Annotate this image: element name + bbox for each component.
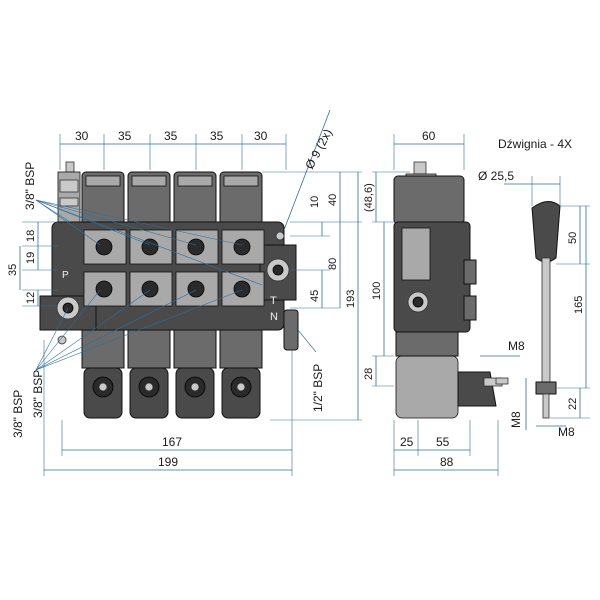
thread-m8-bottom: M8	[558, 425, 575, 439]
port-letter-p: P	[62, 270, 69, 281]
dim-left-19: 19	[25, 252, 37, 264]
side-view	[393, 161, 509, 419]
dim-side-55: 55	[436, 435, 450, 449]
side-view-dimensions: 60 (48,6) 100 28 25 55 88	[363, 129, 499, 476]
dim-side-60: 60	[422, 129, 436, 143]
dim-right-40: 40	[327, 194, 339, 206]
lever-diameter: Ø 25,5	[478, 169, 514, 183]
port-letter-t: T	[270, 295, 277, 307]
dim-side-25: 25	[400, 435, 414, 449]
dim-side-28: 28	[363, 368, 375, 380]
dim-right-193: 193	[345, 290, 357, 308]
dim-top-2: 35	[118, 129, 132, 143]
work-ports	[95, 238, 251, 298]
dim-lever-22: 22	[567, 398, 579, 410]
lever-dimensions: Ø 25,5 50 165 22 M8 M8 M8	[478, 169, 590, 439]
front-view: P T N	[39, 161, 299, 419]
diameter-label: Ø 9 (2x)	[302, 127, 335, 172]
thread-m8-side: M8	[509, 411, 523, 428]
dim-top-1: 30	[75, 129, 89, 143]
front-left-dimensions: 18 19 35 12	[7, 221, 58, 307]
dim-side-88: 88	[440, 455, 454, 469]
lever	[531, 201, 561, 419]
dim-left-35: 35	[7, 264, 19, 276]
left-port-annotations: 3/8" BSP 3/8" BSP 3/8" BSP	[11, 162, 263, 438]
front-top-dimensions: 30 35 35 35 30	[59, 129, 287, 170]
thread-m8-top: M8	[508, 339, 525, 353]
top-cylinders	[81, 171, 263, 227]
dim-right-80: 80	[327, 258, 339, 270]
dim-right-10: 10	[309, 196, 321, 208]
lever-title: Dźwignia - 4X	[498, 137, 572, 151]
dim-right-45: 45	[309, 290, 321, 302]
port-letter-n: N	[270, 311, 278, 323]
dim-left-18: 18	[25, 230, 37, 242]
dim-left-12: 12	[25, 292, 37, 304]
dim-bottom-199: 199	[158, 455, 178, 469]
bottom-spools	[81, 329, 263, 419]
dim-top-3: 35	[164, 129, 178, 143]
label-left-port-top: 3/8" BSP	[23, 162, 37, 210]
dim-lever-165: 165	[573, 296, 585, 314]
diameter-callout: Ø 9 (2x)	[283, 109, 335, 231]
dim-top-4: 35	[210, 129, 224, 143]
label-left-port-bottom-a: 3/8" BSP	[11, 390, 25, 438]
front-bottom-dimensions: 167 199	[43, 340, 293, 476]
dim-bottom-167: 167	[162, 435, 182, 449]
dim-lever-50: 50	[567, 232, 579, 244]
dim-side-48-6: (48,6)	[363, 183, 375, 212]
dim-side-100: 100	[371, 282, 383, 300]
front-right-dimensions: 10 40 80 45 193 1/2" BSP	[262, 171, 362, 421]
dim-top-5: 30	[254, 129, 268, 143]
label-right-port: 1/2" BSP	[311, 364, 325, 412]
label-left-port-bottom-b: 3/8" BSP	[31, 370, 45, 418]
